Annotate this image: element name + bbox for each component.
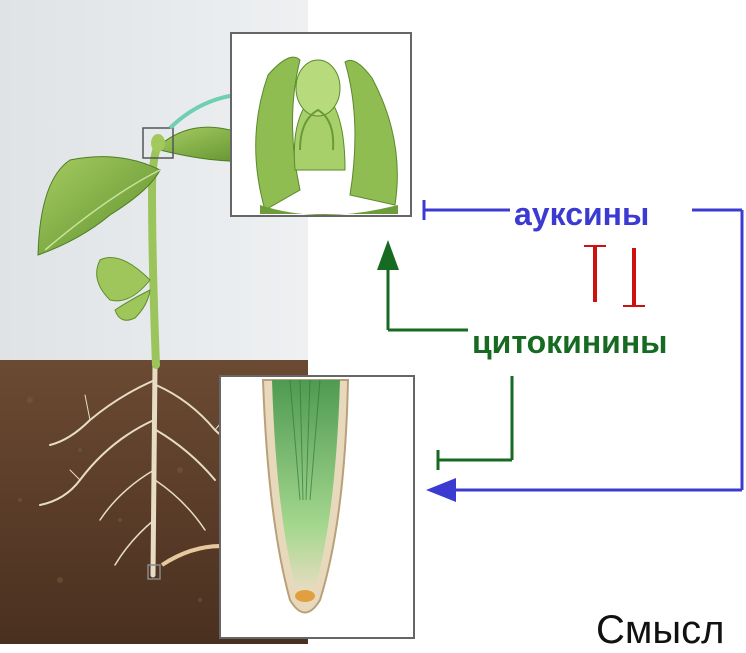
auxin-root-arrowhead bbox=[426, 478, 456, 502]
mutual-inhibition bbox=[584, 246, 645, 306]
bottom-caption: Смысл bbox=[596, 608, 724, 653]
shoot-bud bbox=[151, 134, 165, 152]
cytokinin-shoot-arrowhead bbox=[377, 240, 399, 270]
cytokinins-label: цитокинины bbox=[472, 324, 667, 361]
auxins-label: ауксины bbox=[514, 196, 649, 233]
